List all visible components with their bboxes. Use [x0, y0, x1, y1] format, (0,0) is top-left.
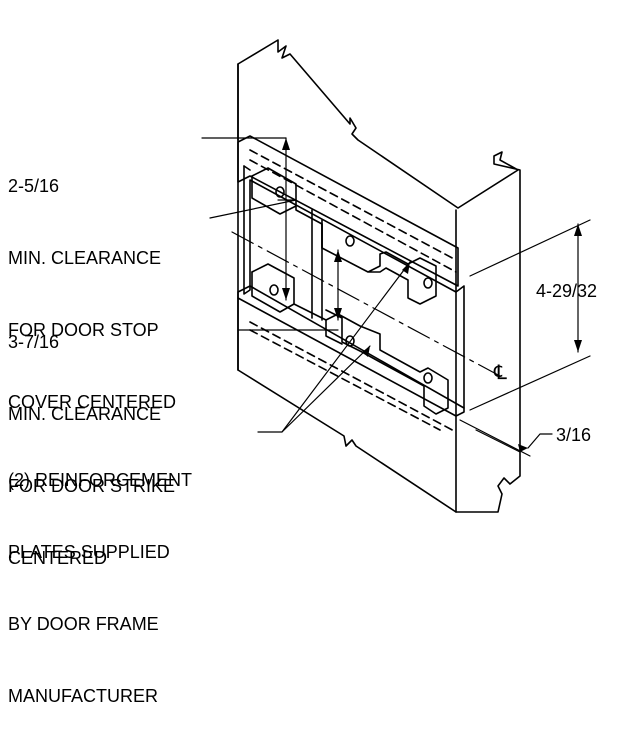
bolt-hole: [345, 235, 355, 247]
callout-plates-line2: PLATES SUPPLIED: [8, 542, 170, 562]
dim-height-label: 4-29/32: [536, 281, 598, 301]
callout-strike-dim: 3-7/16: [8, 332, 60, 352]
callout-plates-line4: MANUFACTURER: [8, 686, 159, 706]
callout-stop-cover-dim: 2-5/16: [8, 176, 60, 196]
bolt-hole: [345, 335, 355, 347]
leader-plates: [257, 261, 411, 433]
arrowhead: [282, 138, 290, 150]
callout-strike-line2: MIN. CLEARANCE: [8, 404, 162, 424]
centerline: [231, 231, 501, 377]
callout-plates-line3: BY DOOR FRAME: [8, 614, 159, 634]
leader-stop-cover-2: [209, 199, 297, 219]
centerline-symbol: ℄: [494, 362, 507, 384]
bolt-hole: [269, 284, 279, 296]
dim-height-ext-top: [469, 219, 591, 277]
dim-height-ext-bottom: [469, 355, 591, 411]
lower-dashed-1: [249, 321, 457, 433]
inner-box: [243, 165, 465, 409]
dim-thickness-ext-2: [475, 429, 521, 453]
upper-panel-dashed-2: [249, 159, 457, 273]
callout-plates: (2) REINFORCEMENT PLATES SUPPLIED BY DOO…: [8, 420, 192, 732]
callout-strike-line4: CENTERED: [8, 548, 108, 568]
frame-isometric-drawing: [201, 39, 591, 513]
arrowhead: [282, 288, 290, 300]
callout-stop-cover-line3: FOR DOOR STOP: [8, 320, 159, 340]
leader-plates-2: [281, 345, 371, 433]
arrowhead: [518, 444, 528, 452]
bolt-hole: [275, 186, 285, 198]
arrowhead: [574, 340, 582, 352]
bolt-hole: [423, 277, 433, 289]
upper-panel: [237, 135, 459, 287]
callout-strike-line3: FOR DOOR STRIKE: [8, 476, 176, 496]
callout-stop-cover: 2-5/16 MIN. CLEARANCE FOR DOOR STOP COVE…: [8, 126, 176, 438]
reinforcement-plate-upper: [251, 167, 437, 305]
lower-dashed-2: [249, 329, 441, 431]
plate-lower-left: [251, 271, 295, 313]
arrowhead: [362, 346, 370, 357]
arrowhead: [334, 308, 342, 320]
arrowhead: [574, 224, 582, 236]
drawing-canvas: 2-5/16 MIN. CLEARANCE FOR DOOR STOP COVE…: [8, 39, 598, 706]
inner-box-left-edge: [243, 165, 251, 171]
frame-outline: [237, 39, 521, 513]
reinforcement-plate-lower: [251, 263, 449, 415]
plate-lower-mid: [325, 319, 343, 345]
dim-thickness-leader: [527, 433, 553, 449]
arrowhead: [334, 250, 342, 262]
callout-plates-line1: (2) REINFORCEMENT: [8, 470, 192, 490]
dim-thickness-ext-1: [459, 419, 531, 457]
dim-thickness-label: 3/16: [556, 425, 592, 445]
lower-flange: [237, 285, 465, 417]
callout-strike: 3-7/16 MIN. CLEARANCE FOR DOOR STRIKE CE…: [8, 282, 175, 594]
upper-panel-dashed: [249, 149, 457, 261]
callout-stop-cover-line2: MIN. CLEARANCE: [8, 248, 162, 268]
bolt-hole: [423, 372, 433, 384]
callout-stop-cover-line4: COVER CENTERED: [8, 392, 177, 412]
arrowhead: [402, 262, 410, 274]
